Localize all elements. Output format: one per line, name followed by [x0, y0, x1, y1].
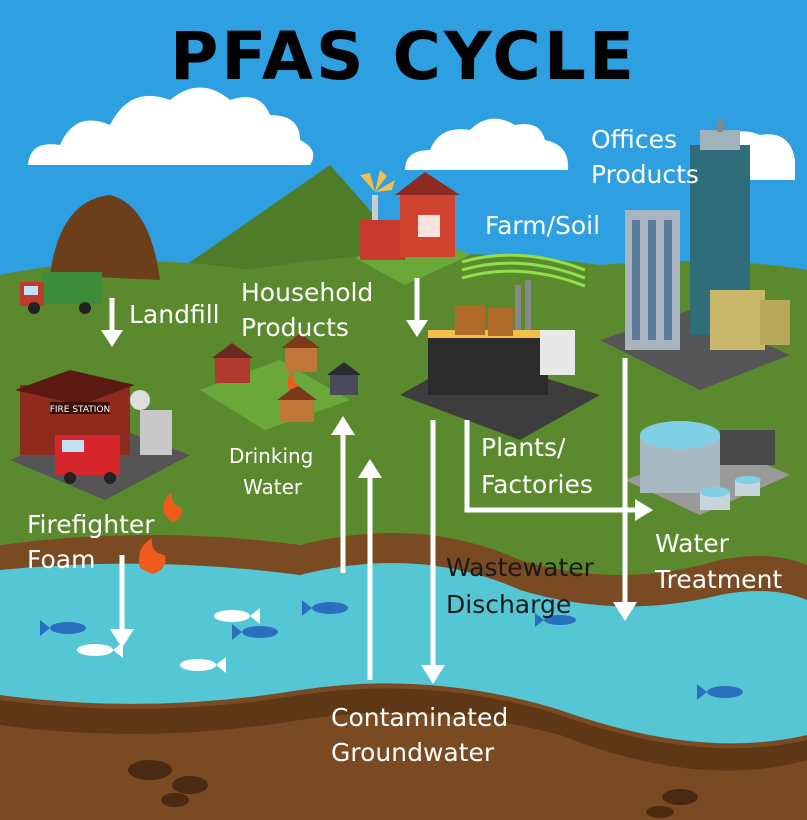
- label-water-treatment-line1: Water: [655, 529, 729, 558]
- label-groundwater-line2: Groundwater: [331, 738, 495, 767]
- field-stripes: [461, 253, 586, 288]
- fish: [40, 600, 743, 700]
- label-offices-line2: Products: [591, 160, 699, 189]
- landfill-mound: [50, 195, 160, 280]
- label-household-line1: Household: [241, 278, 374, 307]
- water-treatment-plant: [625, 421, 790, 515]
- label-plants-line2: Factories: [481, 470, 593, 499]
- diagram-title: PFAS CYCLE: [170, 18, 637, 95]
- soil-band: [0, 688, 807, 771]
- label-drinking-line2: Water: [243, 475, 303, 499]
- river: [0, 563, 807, 744]
- label-drinking-line1: Drinking: [229, 444, 314, 468]
- label-plants-line1: Plants/: [481, 433, 566, 462]
- label-landfill: Landfill: [129, 300, 220, 329]
- fire-station-sign: FIRE STATION: [50, 405, 111, 415]
- label-household-line2: Products: [241, 313, 349, 342]
- label-groundwater-line1: Contaminated: [331, 703, 509, 732]
- flow-arrows: [101, 278, 653, 684]
- label-farm-soil: Farm/Soil: [485, 211, 601, 240]
- label-wastewater-line2: Discharge: [446, 590, 572, 619]
- factory: [400, 280, 600, 440]
- fire-flames: [138, 492, 182, 574]
- garbage-truck: [20, 272, 102, 314]
- pebbles: [128, 760, 698, 818]
- label-firefighter-line1: Firefighter: [27, 510, 155, 539]
- fire-station: FIRE STATION: [10, 370, 190, 500]
- label-wastewater-line1: Wastewater: [446, 553, 594, 582]
- houses: [200, 333, 361, 430]
- office-towers: [600, 120, 790, 390]
- label-firefighter-line2: Foam: [27, 545, 96, 574]
- label-water-treatment-line2: Treatment: [655, 565, 783, 594]
- farm: [355, 170, 470, 285]
- label-offices-line1: Offices: [591, 125, 677, 154]
